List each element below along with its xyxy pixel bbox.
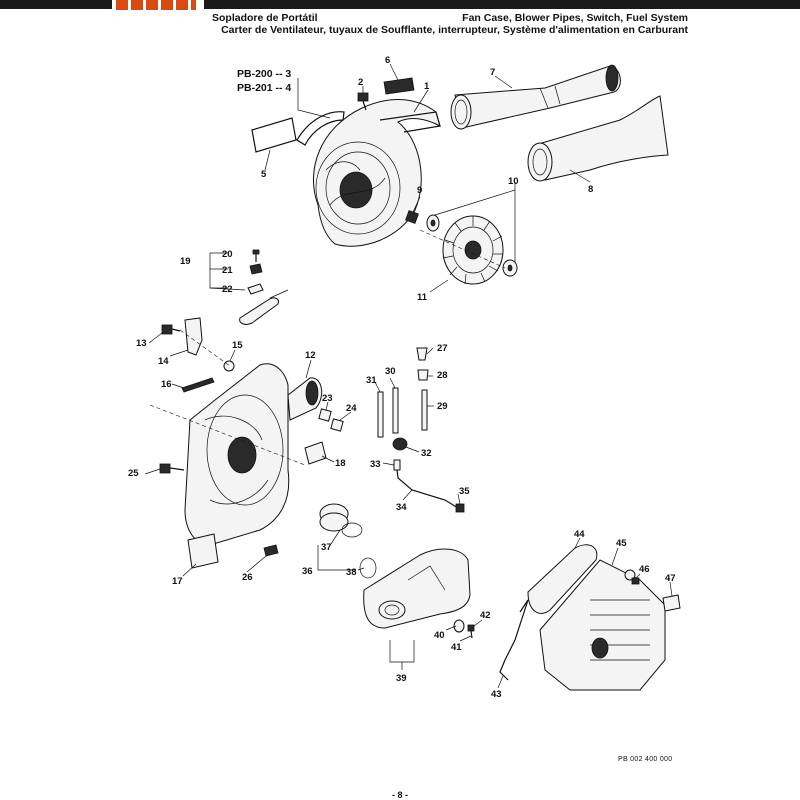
callout-23: 23 — [322, 393, 333, 404]
callout-45: 45 — [616, 538, 627, 549]
callout-40: 40 — [434, 630, 445, 641]
callout-28: 28 — [437, 370, 448, 381]
callout-38: 38 — [346, 567, 357, 578]
blower-nozzle-8-drawing — [527, 95, 669, 182]
brand-logo — [112, 0, 204, 12]
housing-hardware-drawing — [159, 408, 344, 569]
callout-19: 19 — [180, 256, 191, 267]
callout-29: 29 — [437, 401, 448, 412]
blower-pipe-7-drawing — [450, 64, 621, 130]
callout-39: 39 — [396, 673, 407, 684]
brand-logo-mark — [116, 0, 196, 10]
callout-21: 21 — [222, 265, 233, 276]
cover-strip-drawing — [296, 111, 345, 146]
callout-11: 11 — [417, 292, 428, 303]
header-titles: Fan Case, Blower Pipes, Switch, Fuel Sys… — [221, 12, 688, 36]
callout-10: 10 — [508, 176, 519, 187]
callout-12: 12 — [305, 350, 316, 361]
header-title-es: Sopladore de Portátil — [212, 12, 318, 24]
callout-2: 2 — [358, 77, 363, 88]
callout-44: 44 — [574, 529, 585, 540]
callout-16: 16 — [161, 379, 172, 390]
callout-35: 35 — [459, 486, 470, 497]
callout-47: 47 — [665, 573, 676, 584]
callout-27: 27 — [437, 343, 448, 354]
callout-15: 15 — [232, 340, 243, 351]
callout-8: 8 — [588, 184, 593, 195]
callout-6: 6 — [385, 55, 390, 66]
leader-lines — [144, 63, 673, 689]
assembly-centerlines — [149, 229, 506, 466]
callout-41: 41 — [451, 642, 462, 653]
header-bar — [0, 0, 800, 12]
callout-22: 22 — [222, 284, 233, 295]
callout-5: 5 — [261, 169, 267, 180]
callout-33: 33 — [370, 459, 381, 470]
rear-housing-12-drawing — [184, 363, 323, 546]
callout-20: 20 — [222, 249, 233, 260]
callout-26: 26 — [242, 572, 253, 583]
callout-18: 18 — [335, 458, 346, 469]
switch-kit-drawing — [239, 249, 289, 325]
plate-6-drawing — [383, 77, 415, 95]
callout-37: 37 — [321, 542, 332, 553]
pb-ref-200: PB-200 -- 3 — [237, 68, 291, 80]
callout-36: 36 — [302, 566, 313, 577]
label-5-drawing — [251, 117, 297, 153]
callout-13: 13 — [136, 338, 147, 349]
engine-side-drawing — [499, 544, 681, 691]
callout-30: 30 — [385, 366, 396, 377]
stopper-parts-drawing — [161, 317, 235, 393]
fuel-tank-drawing — [319, 503, 475, 639]
drawing-reference-code: PB 002 400 000 — [618, 756, 673, 763]
callout-24: 24 — [346, 403, 357, 414]
callout-34: 34 — [396, 502, 407, 513]
callout-17: 17 — [172, 576, 183, 587]
callout-46: 46 — [639, 564, 650, 575]
pb-ref-201: PB-201 -- 4 — [237, 82, 291, 94]
callout-42: 42 — [480, 610, 491, 621]
callout-14: 14 — [158, 356, 169, 367]
callout-43: 43 — [491, 689, 502, 700]
callouts: 1 2 5 6 7 8 9 10 11 12 13 14 15 16 17 18… — [128, 55, 676, 700]
fan-assembly-drawing — [405, 210, 518, 285]
callout-31: 31 — [366, 375, 377, 386]
fan-case-drawing — [312, 98, 441, 247]
callout-1: 1 — [424, 81, 430, 92]
page-number: - 8 - — [391, 790, 408, 800]
callout-25: 25 — [128, 468, 139, 479]
callout-9: 9 — [417, 185, 422, 196]
callout-32: 32 — [421, 448, 432, 459]
callout-7: 7 — [490, 67, 495, 78]
header-title-en: Fan Case, Blower Pipes, Switch, Fuel Sys… — [462, 12, 688, 24]
header-title-fr: Carter de Ventilateur, tuyaux de Souffla… — [221, 24, 688, 36]
